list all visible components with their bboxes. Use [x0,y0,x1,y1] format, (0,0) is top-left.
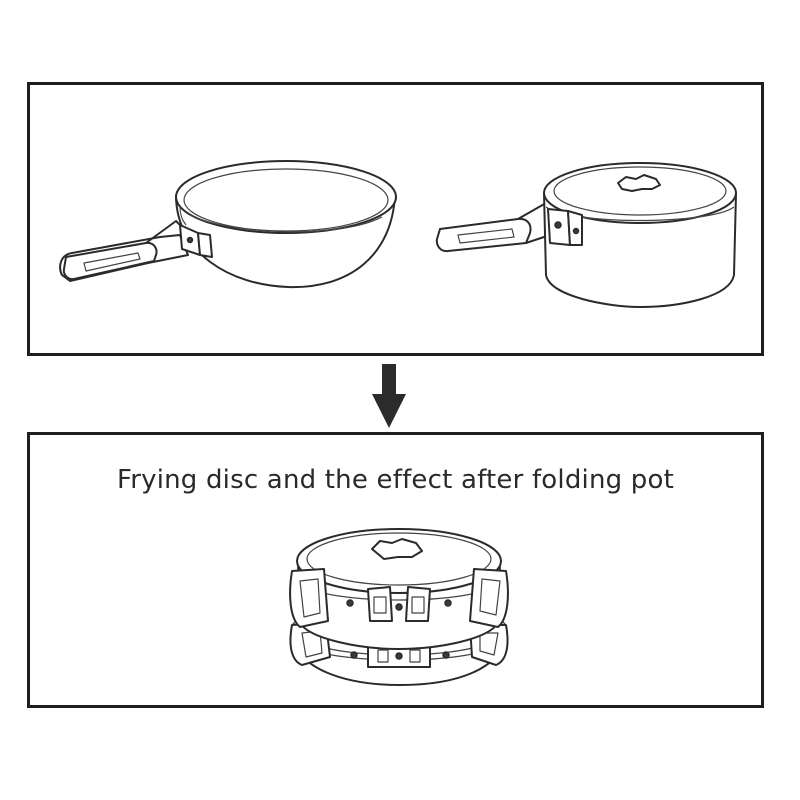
bottom-panel: Frying disc and the effect after folding… [27,432,764,708]
caption: Frying disc and the effect after folding… [116,465,675,495]
arrow-down-icon [372,364,406,428]
pot-with-lid-illustration [435,162,737,308]
nested-cookware-illustration [289,528,509,686]
frying-pan-illustration [59,160,397,289]
top-panel [27,82,764,356]
